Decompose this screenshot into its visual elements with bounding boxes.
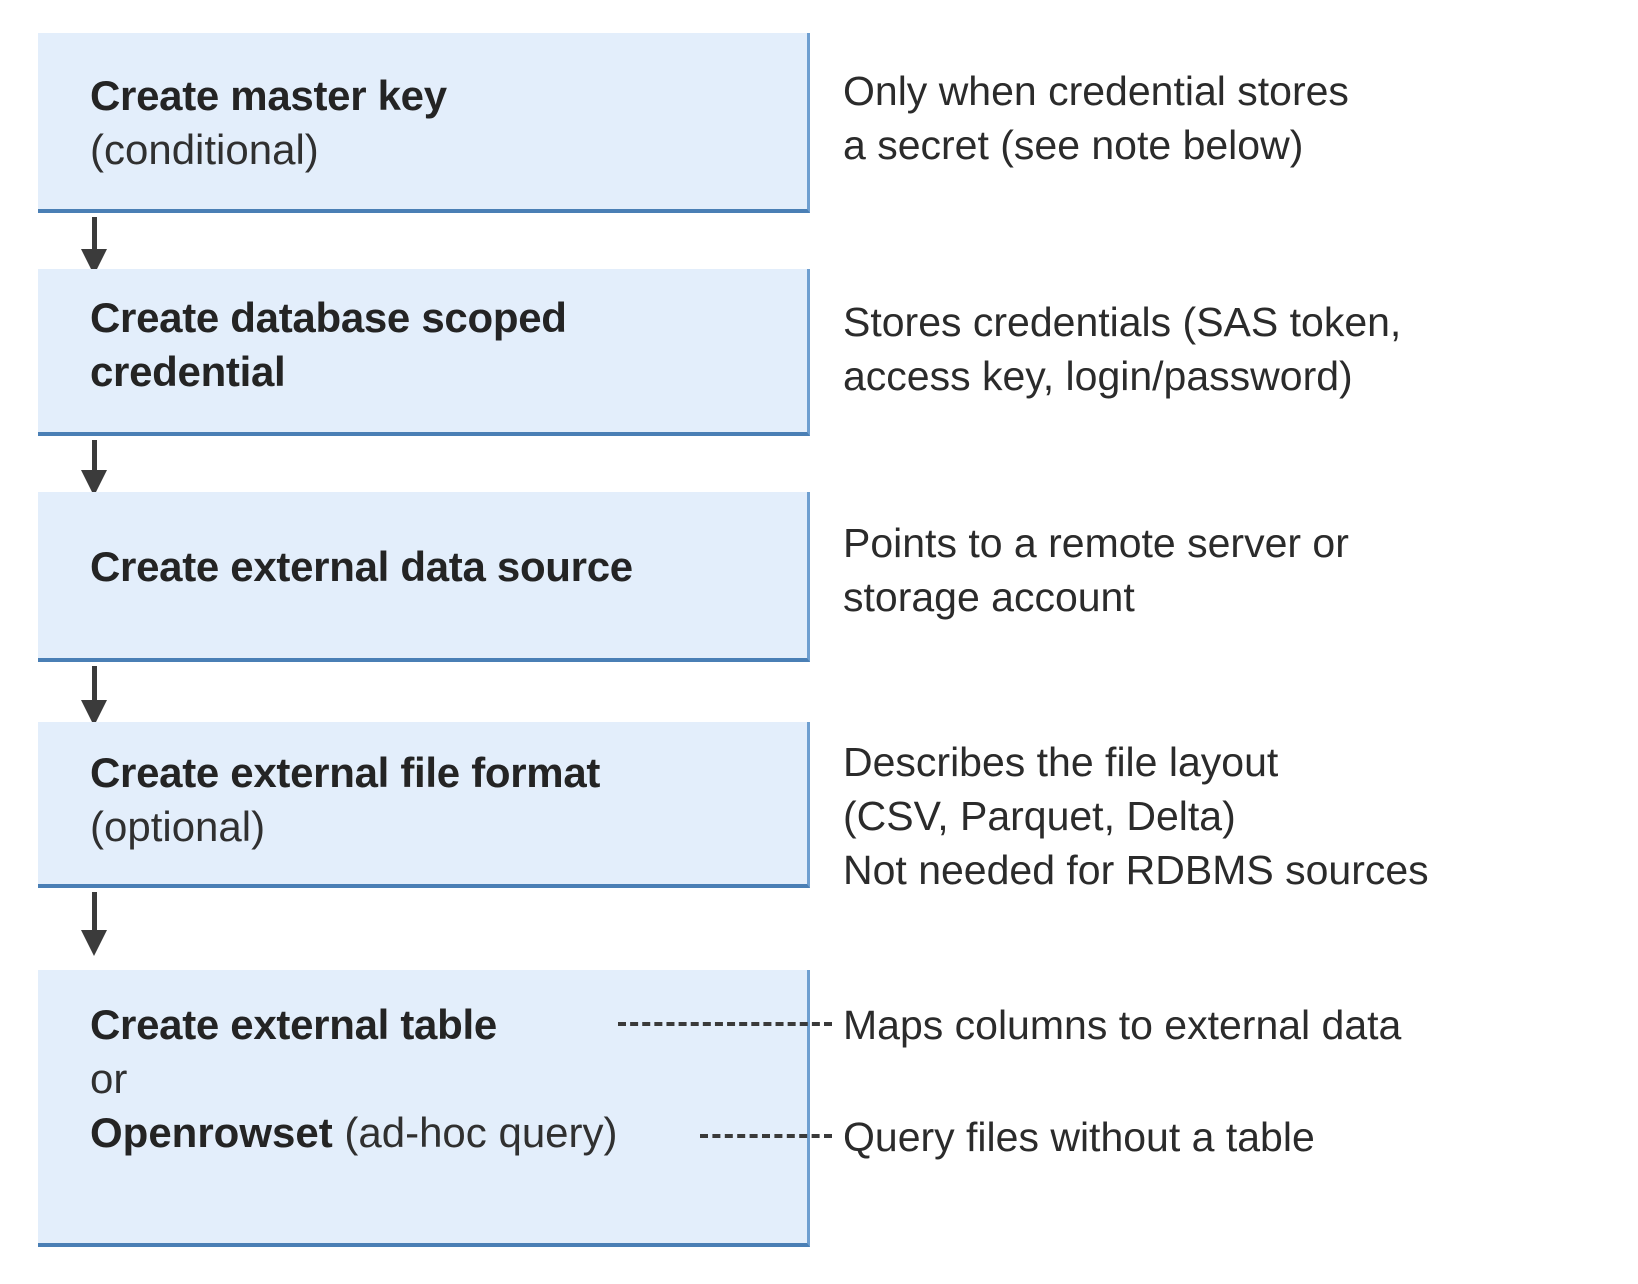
flow-box-subtitle: (conditional) [90, 125, 319, 173]
flow-box-openrowset-suffix: (ad-hoc query) [332, 1108, 618, 1156]
note-create-external-data-source: Points to a remote server or storage acc… [843, 520, 1349, 621]
flow-box-subtitle: (optional) [90, 802, 266, 850]
note-create-master-key: Only when credential stores a secret (se… [843, 68, 1349, 169]
flow-box-openrowset-line: Openrowset (ad-hoc query) [90, 1106, 797, 1160]
note-create-database-scoped-credential: Stores credentials (SAS token, access ke… [843, 299, 1402, 400]
flow-box-create-external-file-format[interactable]: Create external file format (optional) [38, 722, 810, 888]
note-create-external-table: Maps columns to external data [843, 1002, 1402, 1048]
flow-box-or-connector: or [90, 1054, 128, 1102]
flow-box-title: Create external file format [90, 749, 601, 796]
arrow-down-2 [81, 440, 107, 496]
flow-box-create-database-scoped-credential[interactable]: Create database scoped credential [38, 269, 810, 436]
flow-box-create-external-data-source[interactable]: Create external data source [38, 492, 810, 662]
flow-box-title: Create master key [90, 72, 447, 119]
flow-box-create-external-table-or-openrowset[interactable]: Create external table or Openrowset (ad-… [38, 970, 810, 1247]
flow-box-title: Create database scoped credential [90, 294, 567, 395]
flow-box-title: Create external data source [90, 543, 633, 590]
arrow-down-4 [81, 892, 107, 956]
note-create-external-file-format: Describes the file layout (CSV, Parquet,… [843, 739, 1429, 894]
flow-box-create-master-key[interactable]: Create master key (conditional) [38, 33, 810, 213]
dashed-connector-external-table [618, 1022, 832, 1026]
arrow-down-1 [81, 217, 107, 275]
arrow-down-3 [81, 666, 107, 726]
note-openrowset: Query files without a table [843, 1114, 1315, 1160]
dashed-connector-openrowset [700, 1134, 832, 1138]
flow-box-title-external-table: Create external table [90, 1001, 497, 1048]
flow-box-title-openrowset: Openrowset [90, 1108, 333, 1156]
